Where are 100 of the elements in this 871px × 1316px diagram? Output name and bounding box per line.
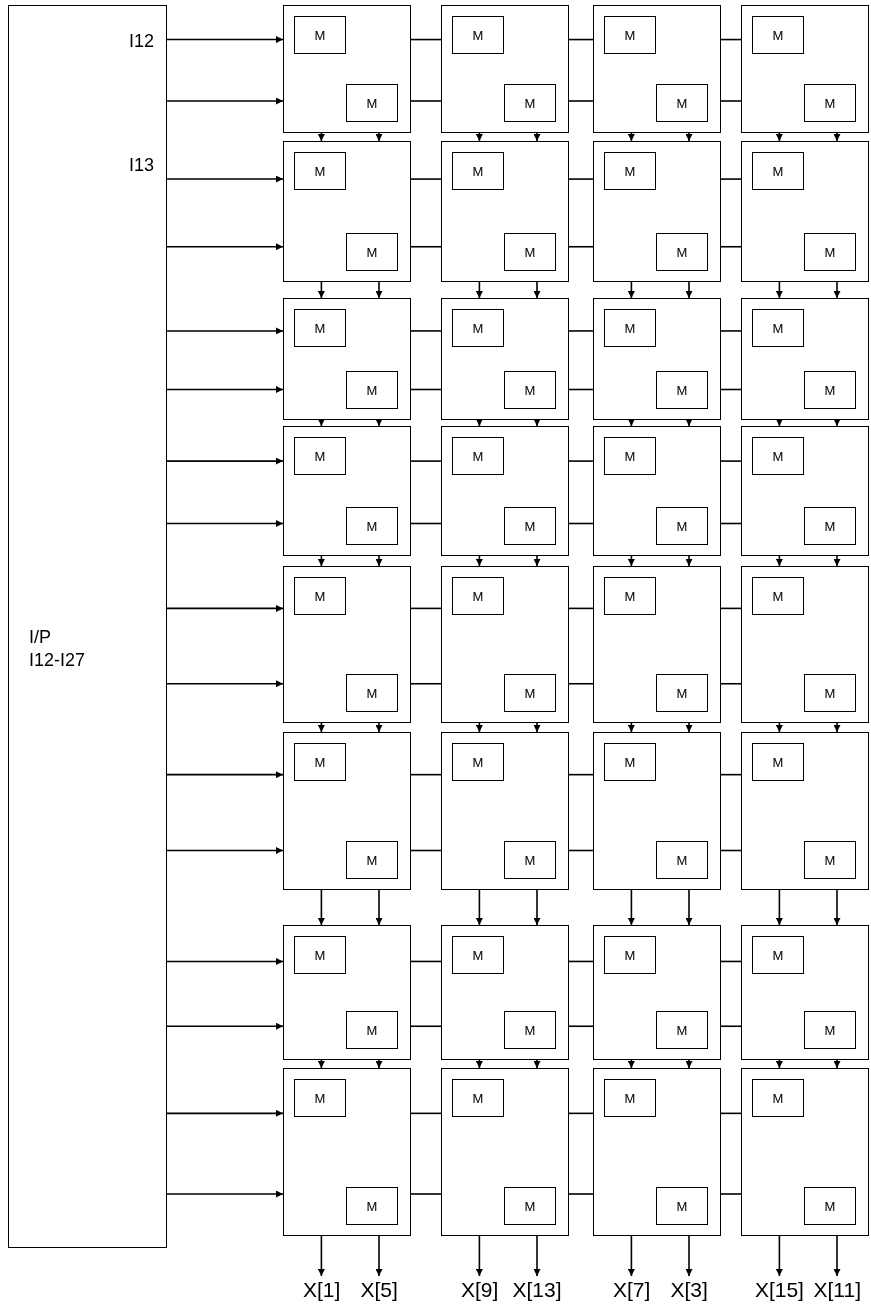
connector-line <box>720 330 742 332</box>
module-box: M <box>752 1079 804 1117</box>
module-box: M <box>504 507 556 545</box>
processing-cell <box>593 5 721 133</box>
module-box: M <box>656 841 708 879</box>
arrow <box>375 132 383 142</box>
output-label: X[15] <box>754 1276 804 1304</box>
module-box: M <box>504 371 556 409</box>
module-box: M <box>452 309 504 347</box>
arrow <box>775 419 783 427</box>
connector-line <box>410 100 442 102</box>
arrow <box>475 1059 483 1069</box>
connector-line <box>568 245 594 248</box>
connector-line <box>720 100 742 102</box>
connector-line <box>568 388 594 391</box>
arrow <box>317 555 325 567</box>
input-label: I13 <box>129 154 155 177</box>
arrow <box>627 281 635 299</box>
connector-line <box>568 607 594 610</box>
arrow <box>627 1235 635 1277</box>
arrow <box>533 419 541 427</box>
processing-cell <box>283 298 411 420</box>
module-box: M <box>452 936 504 974</box>
processing-cell <box>283 5 411 133</box>
processing-cell <box>593 566 721 723</box>
module-box: M <box>504 233 556 271</box>
arrow <box>375 889 383 926</box>
arrow <box>166 386 284 393</box>
module-box: M <box>604 16 656 54</box>
arrow <box>166 457 284 465</box>
processing-cell <box>741 566 869 723</box>
module-box: M <box>504 841 556 879</box>
arrow <box>775 1059 783 1069</box>
arrow <box>166 680 284 688</box>
arrow <box>317 132 325 142</box>
module-box: M <box>294 437 346 475</box>
connector-line <box>568 178 594 180</box>
arrow <box>685 555 693 567</box>
processing-cell <box>741 5 869 133</box>
module-box: M <box>452 16 504 54</box>
module-box: M <box>346 841 398 879</box>
connector-line <box>410 330 442 332</box>
module-box: M <box>346 1011 398 1049</box>
connector-line <box>410 1025 442 1028</box>
connector-line <box>568 330 594 332</box>
arrow <box>475 722 483 733</box>
module-box: M <box>604 152 656 190</box>
arrow <box>627 1059 635 1069</box>
processing-cell <box>593 925 721 1060</box>
arrow <box>166 327 284 335</box>
arrow <box>317 281 325 299</box>
connector-line <box>568 960 594 963</box>
module-box: M <box>346 371 398 409</box>
connector-line <box>410 522 442 525</box>
arrow <box>475 419 483 427</box>
connector-line <box>410 849 442 852</box>
module-box: M <box>294 16 346 54</box>
connector-line <box>568 1025 594 1028</box>
arrow <box>533 281 541 299</box>
module-box: M <box>752 936 804 974</box>
module-box: M <box>656 1011 708 1049</box>
module-box: M <box>604 1079 656 1117</box>
arrow <box>685 722 693 733</box>
connector-line <box>568 849 594 852</box>
connector-line <box>410 460 442 462</box>
arrow <box>533 1235 541 1277</box>
arrow <box>533 889 541 926</box>
processing-cell <box>283 141 411 282</box>
processing-cell <box>593 426 721 556</box>
arrow <box>833 132 841 142</box>
module-box: M <box>656 674 708 712</box>
processing-cell <box>741 426 869 556</box>
module-box: M <box>504 1187 556 1225</box>
arrow <box>317 1235 325 1277</box>
processing-cell <box>441 566 569 723</box>
processing-cell <box>441 5 569 133</box>
processing-cell <box>741 141 869 282</box>
arrow <box>833 555 841 567</box>
arrow <box>375 555 383 567</box>
arrow <box>317 889 325 926</box>
arrow <box>685 281 693 299</box>
arrow <box>627 132 635 142</box>
processing-cell <box>283 426 411 556</box>
processing-cell <box>593 1068 721 1236</box>
arrow <box>475 281 483 299</box>
module-box: M <box>804 841 856 879</box>
arrow <box>775 722 783 733</box>
arrow <box>375 1235 383 1277</box>
arrow <box>627 722 635 733</box>
block-label: I/P I12-I27 <box>29 626 87 673</box>
module-box: M <box>752 309 804 347</box>
arrow <box>685 132 693 142</box>
arrow <box>166 604 284 612</box>
arrow <box>166 1022 284 1030</box>
arrow <box>166 847 284 854</box>
output-label: X[9] <box>460 1276 499 1304</box>
module-box: M <box>346 84 398 122</box>
module-box: M <box>656 507 708 545</box>
module-box: M <box>452 152 504 190</box>
output-label: X[7] <box>612 1276 651 1304</box>
